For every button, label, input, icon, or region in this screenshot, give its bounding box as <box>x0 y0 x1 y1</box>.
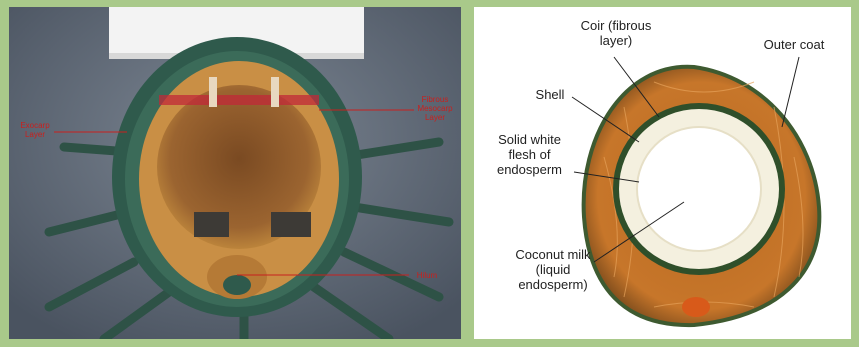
flesh-label: Solid white flesh of endosperm <box>482 132 577 177</box>
coconut-model-photo: Exocarp Layer Fibrous Mesocarp Layer Hil… <box>9 7 461 339</box>
mesocarp-label-line2: Mesocarp <box>413 104 457 113</box>
coir-label: Coir (fibrous layer) <box>566 18 666 48</box>
shell-label: Shell <box>520 87 580 102</box>
mesocarp-label-line1: Fibrous <box>413 95 457 104</box>
exocarp-label-line1: Exocarp <box>15 121 55 130</box>
exocarp-label-line2: Layer <box>15 130 55 139</box>
coir-label-line2: layer) <box>566 33 666 48</box>
milk-label-line1: Coconut milk <box>498 247 608 262</box>
mesocarp-label: Fibrous Mesocarp Layer <box>413 95 457 122</box>
model-photo-drawing <box>9 7 461 339</box>
flesh-label-line2: flesh of <box>482 147 577 162</box>
flesh-label-line1: Solid white <box>482 132 577 147</box>
milk-label: Coconut milk (liquid endosperm) <box>498 247 608 292</box>
milk-label-line2: (liquid <box>498 262 608 277</box>
outer-coat-label: Outer coat <box>744 37 844 52</box>
coconut-diagram: Coir (fibrous layer) Outer coat Shell So… <box>474 7 851 339</box>
milk-cavity <box>637 127 761 251</box>
mesocarp-label-line3: Layer <box>413 113 457 122</box>
coir-label-line1: Coir (fibrous <box>566 18 666 33</box>
flesh-label-line3: endosperm <box>482 162 577 177</box>
exocarp-label: Exocarp Layer <box>15 121 55 139</box>
hilum-label: Hilum <box>412 271 442 280</box>
milk-label-line3: endosperm) <box>498 277 608 292</box>
